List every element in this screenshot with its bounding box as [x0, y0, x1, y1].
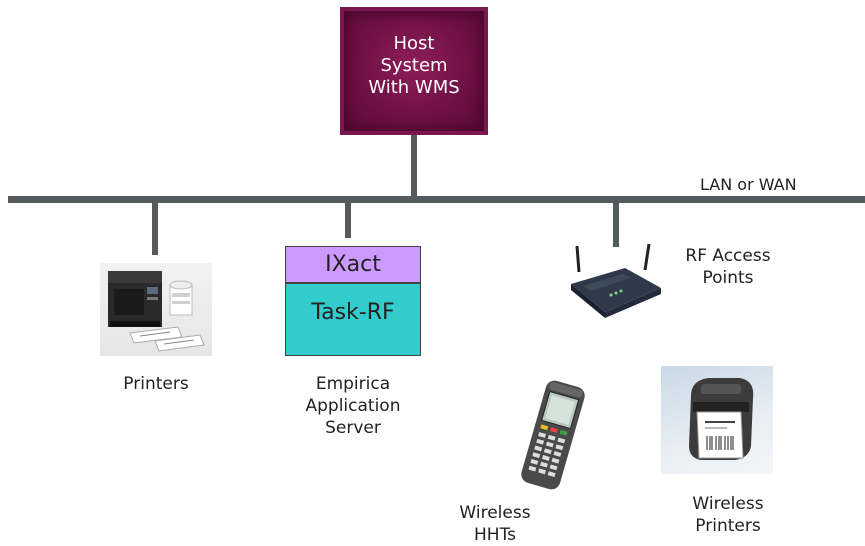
wireless-router-photo [565, 240, 665, 325]
lan-wan-label: LAN or WAN [700, 175, 797, 194]
server-caption: Empirica Application Server [305, 374, 401, 438]
handheld-icon [521, 380, 585, 490]
task-rf-box: Task-RF [285, 283, 421, 356]
host-connector [411, 135, 417, 198]
wireless-hhts-caption: Wireless HHTs [459, 503, 531, 545]
lan-backbone [8, 196, 865, 203]
printers-caption: Printers [123, 374, 189, 394]
printer-photo [100, 263, 212, 356]
router-icon [571, 243, 661, 318]
handheld-terminal-photo [508, 378, 598, 493]
printer-icon [108, 271, 205, 352]
ixact-label: IXact [325, 252, 381, 277]
server-connector [345, 203, 351, 238]
task-rf-label: Task-RF [311, 300, 395, 325]
portable-printer-icon [689, 378, 754, 460]
host-system-box: Host System With WMS [340, 7, 488, 135]
host-system-label: Host System With WMS [368, 33, 460, 98]
wireless-printers-caption: Wireless Printers [692, 494, 764, 536]
rf-access-points-caption: RF Access Points [685, 246, 771, 288]
access-point-connector [613, 203, 619, 247]
portable-printer-photo [661, 366, 773, 474]
ixact-box: IXact [285, 246, 421, 283]
printer-connector [152, 203, 158, 255]
